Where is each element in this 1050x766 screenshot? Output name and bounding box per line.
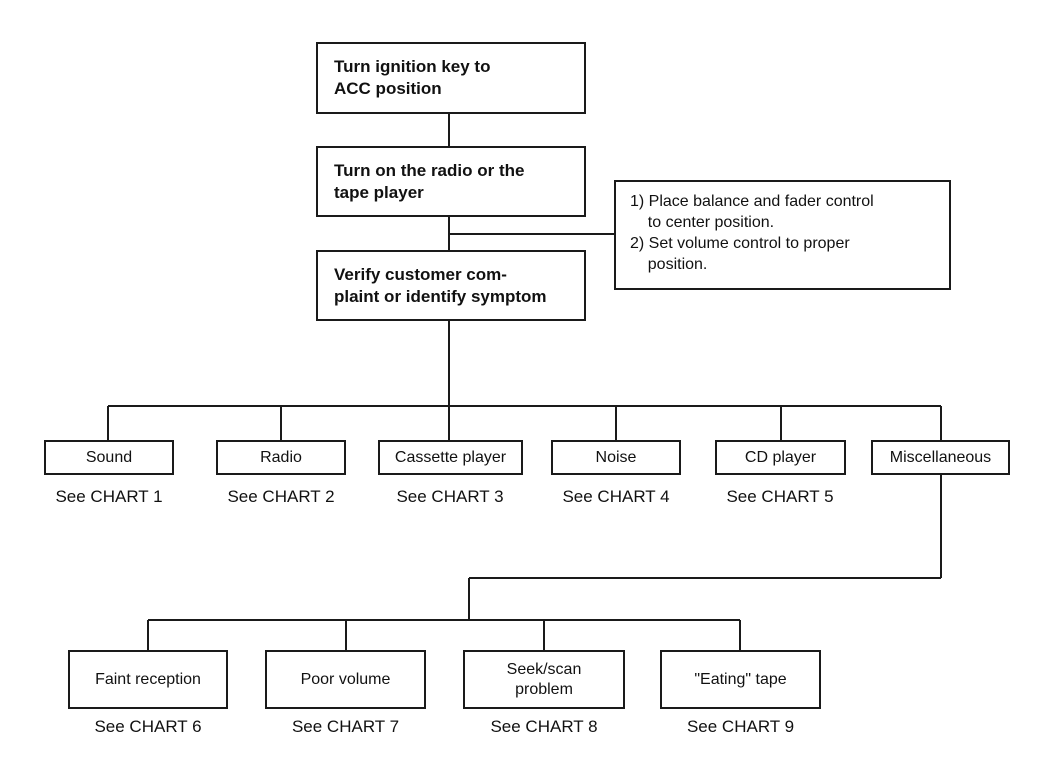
step-radio-on-text: Turn on the radio or the tape player: [334, 160, 525, 202]
category-radio: Radio: [216, 440, 346, 475]
ref-poor-volume: See CHART 7: [291, 717, 400, 736]
note-line-1: 1) Place balance and fader control: [630, 193, 874, 210]
note-box: 1) Place balance and fader control to ce…: [614, 180, 951, 290]
misc-seek-scan-label: Seek/scan problem: [506, 660, 582, 698]
category-cd: CD player: [715, 440, 846, 475]
note-line-4: position.: [630, 256, 708, 273]
misc-seek-scan: Seek/scan problem: [463, 650, 625, 709]
category-noise-label: Noise: [595, 448, 637, 466]
category-misc-label: Miscellaneous: [889, 448, 992, 466]
category-radio-label: Radio: [260, 448, 302, 466]
ref-noise: See CHART 4: [562, 487, 670, 506]
misc-eating-tape-label: "Eating" tape: [694, 670, 787, 688]
misc-faint-reception-label: Faint reception: [95, 670, 201, 688]
misc-poor-volume: Poor volume: [265, 650, 426, 709]
ref-sound: See CHART 1: [55, 487, 163, 506]
category-sound-label: Sound: [85, 448, 133, 466]
misc-eating-tape: "Eating" tape: [660, 650, 821, 709]
category-sound: Sound: [44, 440, 174, 475]
category-noise: Noise: [551, 440, 681, 475]
ref-seek-scan: See CHART 8: [490, 717, 598, 736]
ref-cassette: See CHART 3: [396, 487, 504, 506]
category-misc: Miscellaneous: [871, 440, 1010, 475]
step-verify: Verify customer com- plaint or identify …: [316, 250, 586, 321]
misc-poor-volume-label: Poor volume: [300, 670, 391, 688]
ref-eating-tape: See CHART 9: [686, 717, 795, 736]
ref-faint-reception: See CHART 6: [94, 717, 202, 736]
category-cassette: Cassette player: [378, 440, 523, 475]
ref-radio: See CHART 2: [227, 487, 335, 506]
misc-faint-reception: Faint reception: [68, 650, 228, 709]
step-radio-on: Turn on the radio or the tape player: [316, 146, 586, 217]
step-ignition-text: Turn ignition key to ACC position: [334, 57, 491, 98]
step-ignition: Turn ignition key to ACC position: [316, 42, 586, 114]
category-cassette-label: Cassette player: [394, 448, 507, 466]
step-verify-text: Verify customer com- plaint or identify …: [334, 264, 547, 306]
note-line-3: 2) Set volume control to proper: [630, 235, 850, 252]
ref-cd: See CHART 5: [726, 487, 834, 506]
category-cd-label: CD player: [744, 448, 817, 466]
note-line-2: to center position.: [630, 214, 775, 231]
